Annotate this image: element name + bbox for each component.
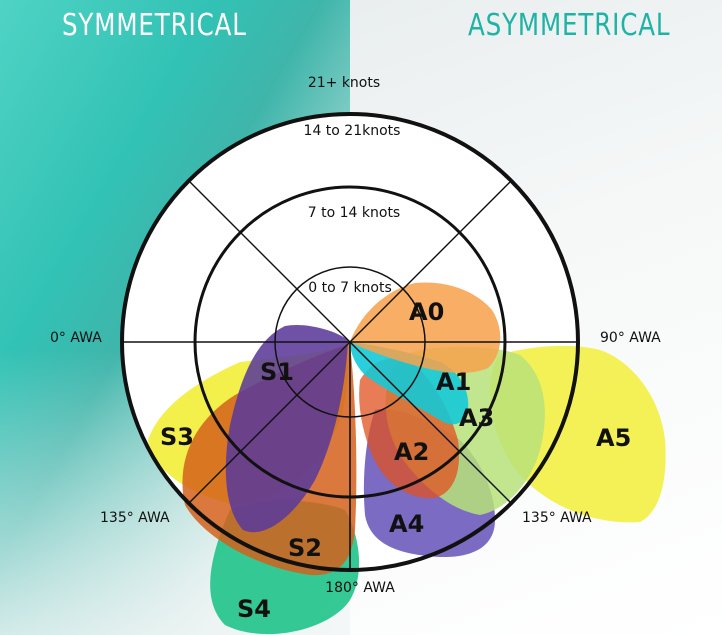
label-90-awa: 90° AWA [600,330,661,346]
label-A1: A1 [436,368,471,396]
label-135-awa-left: 135° AWA [100,510,170,526]
label-S3: S3 [160,423,194,451]
label-14to21: 14 to 21knots [304,123,401,139]
grid [120,112,580,572]
heading-asymmetrical: ASYMMETRICAL [468,8,671,43]
label-S4: S4 [237,595,271,623]
label-135-awa-right: 135° AWA [522,510,592,526]
label-A3: A3 [459,404,494,432]
label-S2: S2 [288,534,322,562]
shape-S1 [225,324,348,533]
label-A2: A2 [394,438,429,466]
label-A0: A0 [409,298,444,326]
label-21plus: 21+ knots [308,75,380,91]
heading-symmetrical: SYMMETRICAL [62,8,247,43]
label-7to14: 7 to 14 knots [308,205,400,221]
label-180-awa: 180° AWA [325,580,395,596]
label-A5: A5 [596,424,631,452]
sail-shapes [148,282,666,635]
label-S1: S1 [260,358,294,386]
diagonal-2 [188,180,512,504]
label-A4: A4 [389,510,424,538]
label-0-awa: 0° AWA [50,330,102,346]
label-0to7: 0 to 7 knots [308,280,392,296]
